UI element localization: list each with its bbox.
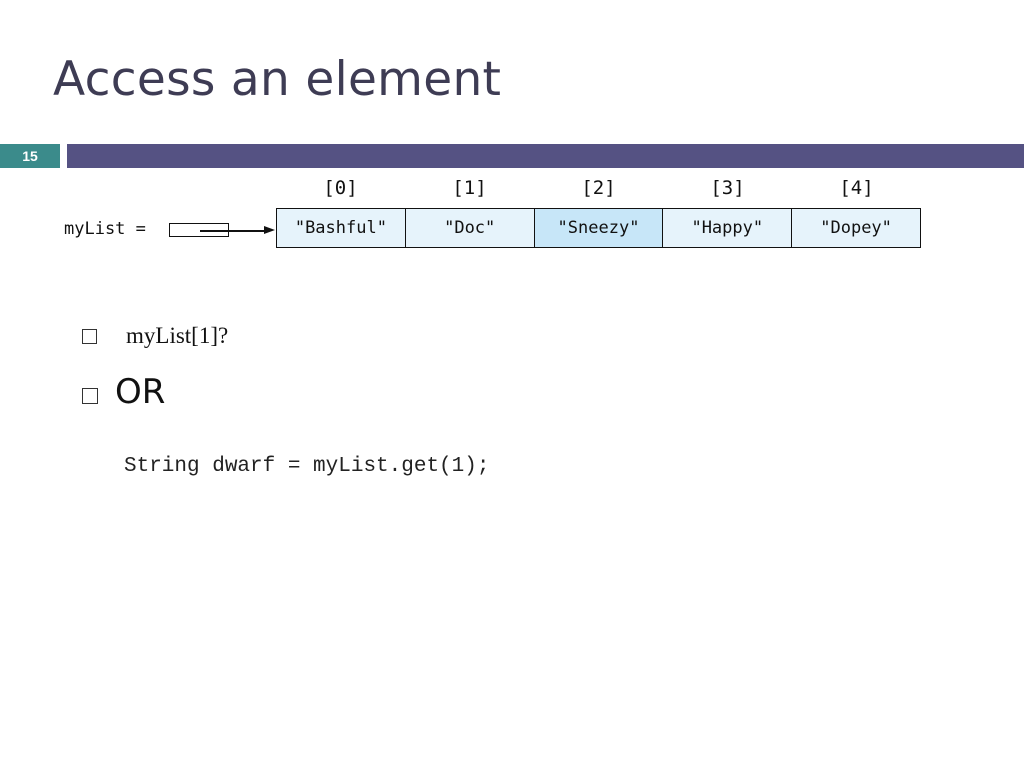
array-cell: "Dopey" (792, 209, 920, 247)
slide-title: Access an element (53, 52, 502, 107)
reference-box (169, 223, 229, 237)
index-label: [2] (581, 177, 616, 199)
bullet-item: OR (82, 372, 165, 412)
array-cell: "Happy" (663, 209, 793, 247)
bullet-text: myList[1]? (126, 323, 229, 348)
bullet-item: myList[1]? (82, 323, 228, 349)
array-cell: "Bashful" (277, 209, 406, 247)
bullet-text: OR (115, 372, 166, 412)
array-cell-highlighted: "Sneezy" (534, 209, 664, 247)
reference-arrow-line (200, 230, 266, 232)
square-bullet-icon (82, 388, 98, 404)
page-number: 15 (0, 144, 60, 168)
index-label: [3] (710, 177, 745, 199)
code-snippet: String dwarf = myList.get(1); (124, 455, 490, 478)
array-cell: "Doc" (405, 209, 535, 247)
list-variable-label: myList = (64, 219, 146, 239)
arrow-head-icon (264, 226, 275, 234)
index-label: [4] (839, 177, 874, 199)
square-bullet-icon (82, 328, 97, 344)
title-bar-divider (67, 144, 1024, 168)
index-label: [0] (323, 177, 358, 199)
array-cells: "Bashful" "Doc" "Sneezy" "Happy" "Dopey" (276, 208, 921, 248)
index-label: [1] (452, 177, 487, 199)
